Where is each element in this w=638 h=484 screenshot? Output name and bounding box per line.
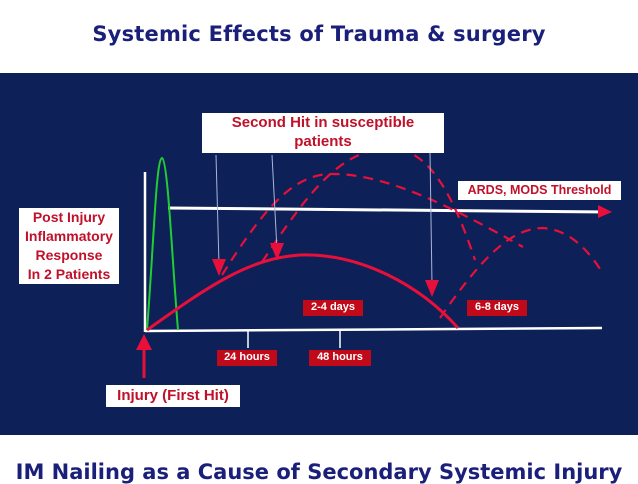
response-line-1: Post Injury	[32, 209, 106, 225]
pointer-line-3	[429, 151, 433, 286]
x-axis	[144, 326, 603, 333]
slide-title: Systemic Effects of Trauma & surgery	[92, 22, 546, 46]
time-label-6-8-days: 6-8 days	[467, 300, 527, 316]
time-label-24-hours: 24 hours	[217, 350, 277, 366]
threshold-arrowhead	[598, 205, 612, 218]
first-hit-spike	[146, 156, 179, 331]
second-hit-label: Second Hit in susceptible patients	[202, 113, 444, 153]
injury-first-hit-label: Injury (First Hit)	[106, 385, 240, 407]
slide-footer-title: IM Nailing as a Cause of Secondary Syste…	[15, 460, 623, 484]
pointer-arrowhead-3	[425, 280, 439, 297]
pointer-arrowhead-2	[270, 243, 284, 260]
second-hit-curve-2	[261, 146, 477, 263]
response-line-3: Response	[35, 247, 103, 263]
pointer-line-1	[215, 154, 220, 266]
inflammatory-response-label: Post Injury Inflammatory Response In 2 P…	[19, 208, 119, 284]
injury-arrowhead	[136, 334, 152, 350]
response-line-2: Inflammatory	[25, 228, 113, 244]
time-label-48-hours: 48 hours	[309, 350, 371, 366]
inflammatory-response-curve	[146, 253, 460, 332]
late-hit-curve	[439, 226, 603, 319]
ards-threshold-line	[167, 206, 609, 214]
pointer-arrowhead-1	[212, 259, 226, 276]
response-line-4: In 2 Patients	[27, 266, 111, 282]
time-label-2-4-days: 2-4 days	[303, 300, 363, 316]
ards-threshold-label: ARDS, MODS Threshold	[458, 181, 621, 200]
pointer-line-2	[271, 154, 278, 251]
